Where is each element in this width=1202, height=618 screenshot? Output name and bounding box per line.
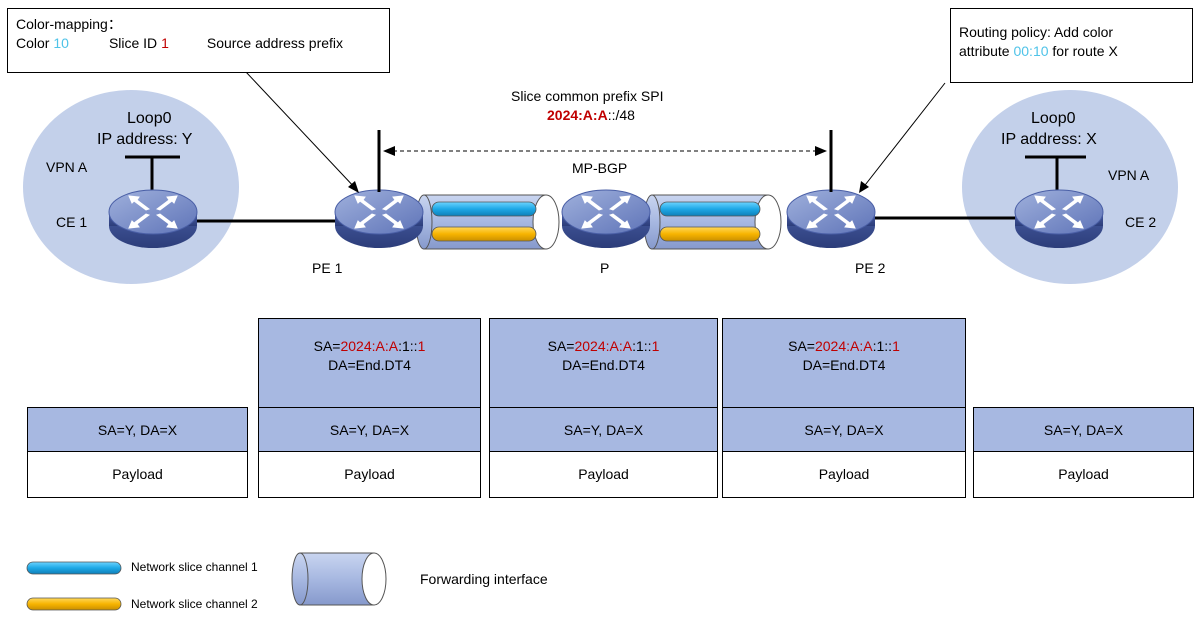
attr-suffix: for route X	[1048, 43, 1118, 59]
site-right-loop: Loop0	[1031, 110, 1076, 127]
forwarding-interface-pe1-p	[415, 194, 560, 250]
attr-label: attribute	[959, 43, 1014, 59]
site-left-loop: Loop0	[127, 110, 172, 127]
spi-title: Slice common prefix SPI	[511, 88, 664, 104]
mp-bgp-label: MP-BGP	[572, 160, 628, 176]
outer-header: SA=2024:A:A:1::1 DA=End.DT4	[722, 318, 966, 409]
site-right-vpn: VPN A	[1108, 167, 1150, 183]
legend-channel1-swatch	[26, 561, 122, 575]
p-label: P	[600, 260, 610, 276]
inner-header: SA=Y, DA=X	[489, 407, 718, 453]
spi-prefix: 2024:A:A::/48	[547, 107, 635, 123]
callout-color-mapping: Color-mapping： Color 10 Slice ID 1 Source …	[7, 8, 390, 73]
inner-header-text: SA=Y, DA=X	[329, 421, 410, 438]
site-right-ip: IP address: X	[1001, 131, 1097, 148]
payload-text: Payload	[578, 466, 629, 482]
spi-prefix-suffix: ::/48	[607, 107, 635, 123]
pe2-label: PE 2	[855, 260, 886, 276]
callout-routing-policy: Routing policy: Add color attribute 00:1…	[950, 8, 1193, 83]
payload-text: Payload	[112, 466, 163, 482]
payload: Payload	[489, 451, 718, 498]
attr-value: 00:10	[1013, 43, 1049, 59]
payload-text: Payload	[818, 466, 870, 482]
outer-da: DA=End.DT4	[328, 356, 411, 373]
sa-red: 2024:A:A	[574, 337, 633, 354]
outer-header: SA=2024:A:A:1::1 DA=End.DT4	[258, 318, 481, 409]
spi-prefix-red: 2024:A:A	[547, 107, 608, 123]
sa-end: 1	[417, 337, 426, 354]
packet-stack-pe1: SA=2024:A:A:1::1 DA=End.DT4 SA=Y, DA=X P…	[258, 318, 481, 498]
sa-red: 2024:A:A	[814, 337, 873, 354]
color-label: Color	[16, 35, 54, 51]
site-left-vpn: VPN A	[46, 159, 88, 175]
callout-right-line2: attribute 00:10 for route X	[959, 42, 1184, 61]
legend-interface-swatch	[291, 552, 387, 606]
packet-stack-p: SA=2024:A:A:1::1 DA=End.DT4 SA=Y, DA=X P…	[489, 318, 718, 498]
sa-mid: :1::	[632, 337, 652, 354]
color-value: 10	[53, 35, 69, 51]
inner-header-text: SA=Y, DA=X	[804, 421, 884, 438]
sa-label: SA=	[547, 337, 575, 354]
outer-da: DA=End.DT4	[802, 356, 886, 373]
inner-header-text: SA=Y, DA=X	[563, 421, 644, 438]
sa-mid: :1::	[398, 337, 418, 354]
packet-stack-pe2: SA=2024:A:A:1::1 DA=End.DT4 SA=Y, DA=X P…	[722, 318, 966, 498]
sa-mid: :1::	[872, 337, 893, 354]
payload-text: Payload	[1058, 466, 1109, 482]
callout-right-line1: Routing policy: Add color	[959, 24, 1114, 40]
outer-da: DA=End.DT4	[562, 356, 645, 373]
ce2-label: CE 2	[1125, 214, 1157, 230]
inner-header-text: SA=Y, DA=X	[97, 421, 178, 438]
pe1-label: PE 1	[312, 260, 343, 276]
sa-end: 1	[892, 337, 900, 354]
payload: Payload	[973, 451, 1194, 498]
payload-text: Payload	[344, 466, 395, 482]
router-pe1-icon	[334, 189, 424, 249]
router-ce2-icon	[1014, 189, 1104, 249]
packet-stack-ce1: SA=Y, DA=X Payload	[27, 407, 248, 498]
slice-value: 1	[161, 35, 169, 51]
router-ce1-icon	[108, 189, 198, 249]
callout-right-pointer	[861, 82, 946, 190]
payload: Payload	[258, 451, 481, 498]
forwarding-interface-p-pe2	[643, 194, 782, 250]
callout-left-body: Color 10 Slice ID 1 Source address prefix	[16, 34, 381, 53]
sa-label: SA=	[313, 337, 341, 354]
router-p-icon	[561, 189, 651, 249]
inner-header-text: SA=Y, DA=X	[1043, 421, 1124, 438]
legend-channel2-label: Network slice channel 2	[131, 597, 258, 611]
payload: Payload	[27, 451, 248, 498]
outer-sa: SA=2024:A:A:1::1	[788, 337, 900, 356]
callout-left-title: Color-mapping：	[16, 16, 122, 32]
legend-interface-label: Forwarding interface	[420, 571, 548, 587]
inner-header: SA=Y, DA=X	[258, 407, 481, 453]
outer-header: SA=2024:A:A:1::1 DA=End.DT4	[489, 318, 718, 409]
site-left-ip: IP address: Y	[97, 131, 193, 148]
inner-header: SA=Y, DA=X	[27, 407, 248, 453]
payload: Payload	[722, 451, 966, 498]
legend-channel2-swatch	[26, 597, 122, 611]
slice-label: Slice ID	[108, 35, 162, 51]
ce1-label: CE 1	[56, 214, 88, 230]
sa-red: 2024:A:A	[340, 337, 399, 354]
inner-header: SA=Y, DA=X	[722, 407, 966, 453]
callout-left-pointer	[245, 71, 358, 191]
inner-header: SA=Y, DA=X	[973, 407, 1194, 453]
legend-channel1-label: Network slice channel 1	[131, 560, 258, 574]
site-right-cloud	[962, 90, 1178, 284]
source-label: Source address prefix	[206, 35, 344, 51]
sa-end: 1	[651, 337, 660, 354]
packet-stack-ce2: SA=Y, DA=X Payload	[973, 407, 1194, 498]
outer-sa: SA=2024:A:A:1::1	[314, 337, 426, 356]
router-pe2-icon	[786, 189, 876, 249]
sa-label: SA=	[788, 337, 815, 354]
outer-sa: SA=2024:A:A:1::1	[548, 337, 660, 356]
